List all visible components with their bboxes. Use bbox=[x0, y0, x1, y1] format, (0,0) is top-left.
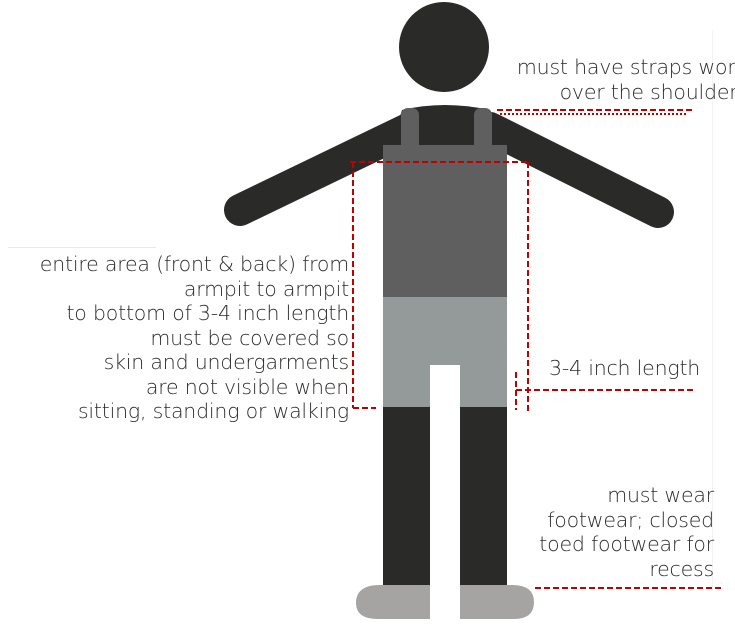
left-shoe bbox=[356, 585, 430, 619]
coverage-line-5: skin and undergarments bbox=[0, 350, 349, 375]
length-annotation: 3-4 inch length bbox=[549, 356, 704, 381]
footwear-line-3: toed footwear for bbox=[520, 532, 714, 557]
coverage-line-1: entire area (front & back) from bbox=[0, 252, 349, 277]
straps-annotation: must have straps worn over the shoulders bbox=[508, 55, 735, 104]
straps-line-1: must have straps worn bbox=[508, 55, 735, 80]
right-shoe bbox=[460, 585, 534, 619]
coverage-annotation: entire area (front & back) from armpit t… bbox=[0, 252, 349, 424]
left-leg bbox=[383, 400, 430, 590]
shorts bbox=[383, 297, 507, 407]
length-line-1: 3-4 inch length bbox=[549, 356, 704, 381]
footwear-line-4: recess bbox=[520, 557, 714, 582]
top-garment bbox=[383, 145, 507, 297]
coverage-line-4: must be covered so bbox=[0, 326, 349, 351]
coverage-line-7: sitting, standing or walking bbox=[0, 399, 349, 424]
right-arm bbox=[490, 128, 658, 212]
head bbox=[399, 2, 489, 92]
footwear-line-2: footwear; closed bbox=[520, 508, 714, 533]
straps-line-2: over the shoulders bbox=[508, 80, 735, 105]
faint-divider bbox=[8, 247, 156, 248]
footwear-annotation: must wear footwear; closed toed footwear… bbox=[520, 483, 714, 581]
coverage-line-2: armpit to armpit bbox=[0, 277, 349, 302]
right-leg bbox=[460, 400, 507, 590]
coverage-line-6: are not visible when bbox=[0, 375, 349, 400]
coverage-line-3: to bottom of 3-4 inch length bbox=[0, 301, 349, 326]
footwear-line-1: must wear bbox=[520, 483, 714, 508]
